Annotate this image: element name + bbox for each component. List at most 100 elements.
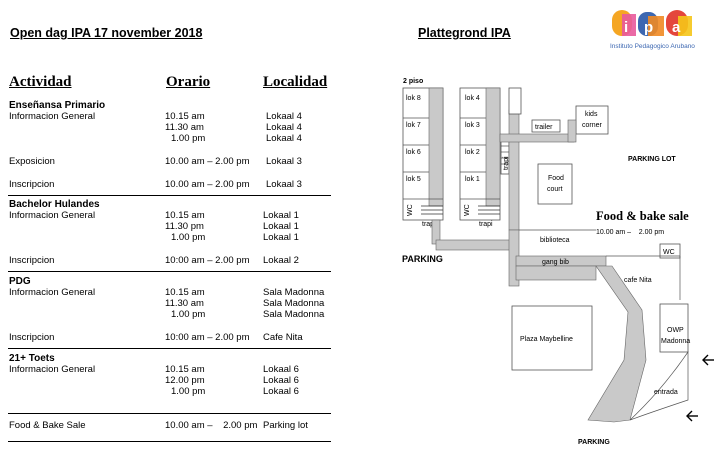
food-court [537,163,573,205]
food-bake-label: Food & bake sale [596,209,689,223]
top-corridor [499,133,575,143]
entrada-area [629,350,689,421]
time-cell: 10.00 am – 2.00 pm [165,179,250,190]
place-cell: Lokaal 4 [266,111,302,122]
trailer [531,119,561,133]
arrow-left-icon [702,354,714,366]
food-court-label-1: Food [548,175,564,182]
activity-cell: Inscripcion [9,332,55,343]
place-cell: Lokaal 6 [263,364,299,375]
place-cell: Lokaal 6 [263,386,299,397]
time-cell: 10.15 am [165,287,205,298]
divider [8,195,331,196]
section-title: PDG [9,276,31,287]
room-lok-4: lok 4 [465,95,480,102]
time-cell: 1.00 pm [171,133,206,144]
floor-label: 2 piso [403,78,423,85]
walkway-cafe [515,265,597,281]
activity-cell: Informacion General [9,287,96,298]
right-corridor [485,87,501,207]
trapi-label: trapi [503,156,510,170]
owp-madonna [659,303,689,353]
activity-cell: Inscripcion [9,255,55,266]
parking-lot-label: PARKING LOT [628,156,676,163]
time-cell: 10:00 am – 2.00 pm [165,255,250,266]
time-cell: 11.30 am [165,298,204,309]
place-cell: Lokaal 1 [263,221,299,232]
page-title: Open dag IPA 17 november 2018 [10,26,203,40]
section-title: 21+ Toets [9,353,55,364]
campus-map: 2 piso lok 8 lok 7 lok 6 lok 5 WC trapi … [402,78,714,446]
time-cell: 1.00 pm [171,386,206,397]
svg-text:a: a [672,19,681,36]
owp-label: OWP [667,327,684,334]
parking-left-label: PARKING [402,254,443,264]
place-cell: Lokaal 1 [263,210,299,221]
place-cell: Parking lot [263,420,308,431]
cafe-nita-label: cafe Nita [624,277,652,284]
left-stairs [421,205,443,215]
col-actividad: Actividad [9,74,72,90]
time-cell: 11.30 pm [165,221,204,232]
activity-cell: Inscripcion [9,179,55,190]
wc-label: WC [407,204,414,216]
entrada-label: entrada [654,389,678,396]
svg-text:i: i [624,19,628,36]
madonna-label: Madonna [661,338,690,345]
room-lok-8: lok 8 [406,95,421,102]
place-cell: Lokaal 1 [263,232,299,243]
time-cell: 12.00 pm [165,375,205,386]
central-corridor [508,109,520,231]
svg-text:p: p [644,19,653,36]
wc-label: WC [464,204,471,216]
gang-bib-label: gang bib [542,259,569,266]
kids-connector [567,119,577,143]
time-cell: 10:00 am – 2.00 pm [165,332,250,343]
activity-cell: Food & Bake Sale [9,420,86,431]
activity-cell: Exposicion [9,156,55,167]
trapi-label: trapi [422,221,436,228]
place-cell: Lokaal 3 [266,156,302,167]
place-cell: Sala Madonna [263,298,325,309]
time-cell: 1.00 pm [171,309,206,320]
plaza-label: Plaza Maybelline [520,336,573,343]
room-lok-6: lok 6 [406,149,421,156]
time-cell: 10.00 am – 2.00 pm [165,156,250,167]
kids-corner [575,105,609,135]
trapi-label: trapi [479,221,493,228]
wc-box [659,243,681,259]
room-lok-5: lok 5 [406,176,421,183]
activity-cell: Informacion General [9,210,96,221]
section-title: Enseñansa Primario [9,100,106,111]
map-title: Plattegrond IPA [418,26,511,40]
time-cell: 10.15 am [165,364,205,375]
time-cell: 10.00 am – 2.00 pm [165,420,258,431]
right-stairs [478,205,500,215]
place-cell: Cafe Nita [263,332,303,343]
time-cell: 11.30 am [165,122,204,133]
activity-cell: Informacion General [9,111,96,122]
place-cell: Lokaal 4 [266,133,302,144]
kids-label: kids [585,111,598,118]
main-walkway [587,265,647,423]
food-court-label-2: court [547,186,563,193]
wc-label: WC [663,249,675,256]
room-lok-1: lok 1 [465,176,480,183]
room-lok-2: lok 2 [465,149,480,156]
divider [8,348,331,349]
time-cell: 10.15 am [165,210,205,221]
trailer-label: trailer [535,124,553,131]
col-orario: Orario [166,74,211,90]
place-cell: Sala Madonna [263,309,325,320]
place-cell: Lokaal 6 [263,375,299,386]
time-cell: 1.00 pm [171,232,206,243]
place-cell: Sala Madonna [263,287,325,298]
section-title: Bachelor Hulandes [9,199,100,210]
divider [8,441,331,442]
logo-tagline: Instituto Pedagogico Arubano [610,43,695,50]
divider [8,413,331,414]
small-room [508,87,522,115]
food-bake-time: 10.00 am – 2.00 pm [596,229,664,236]
arrow-left-icon [686,410,698,422]
parking-bottom-label: PARKING [578,439,610,446]
